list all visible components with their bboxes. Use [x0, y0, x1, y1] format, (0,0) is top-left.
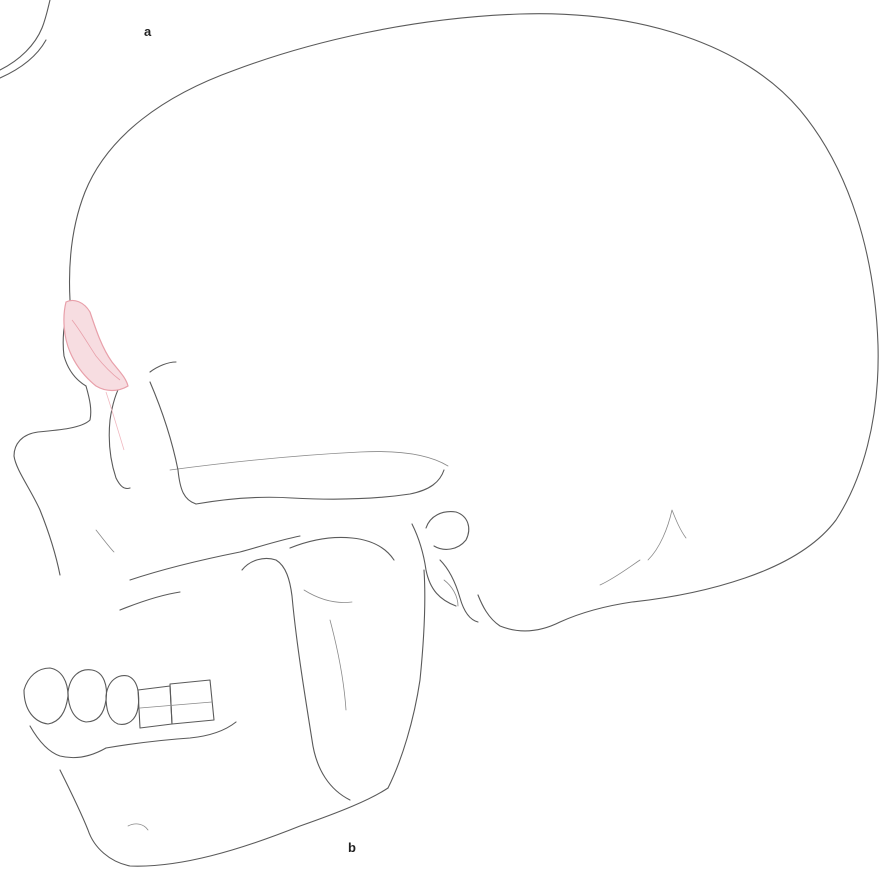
- ear-region: [412, 512, 478, 622]
- teeth: [24, 668, 236, 758]
- cranium: [70, 14, 879, 631]
- panel-b-label: b: [348, 840, 356, 855]
- frontal-nasal-region: [14, 300, 130, 575]
- mandible: [60, 537, 425, 866]
- orbit-zygomatic: [96, 362, 444, 610]
- panel-a-label: a: [144, 24, 152, 39]
- panel-a-outline: [0, 0, 50, 78]
- highlighted-bone: [64, 300, 128, 390]
